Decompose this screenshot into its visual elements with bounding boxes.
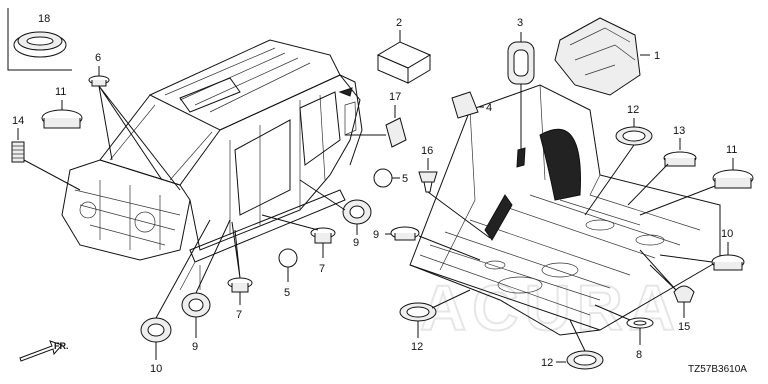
inset-part-18: 18 bbox=[7, 8, 72, 71]
diagram-code: TZ57B3610A bbox=[688, 364, 747, 375]
part-8-grommet: 8 bbox=[594, 304, 654, 361]
callout-11b: 11 bbox=[726, 144, 737, 156]
callout-18: 18 bbox=[38, 13, 50, 25]
part-2-foam-block: 2 bbox=[376, 17, 432, 84]
part-16-push-clip: 16 bbox=[418, 145, 491, 239]
part-12-plug-b: 12 bbox=[399, 289, 471, 353]
part-17-pad: 17 bbox=[345, 91, 407, 148]
callout-11a: 11 bbox=[55, 86, 66, 98]
callout-10a: 10 bbox=[150, 363, 162, 375]
callout-2: 2 bbox=[396, 17, 402, 29]
part-9-plug-a: 9 bbox=[299, 179, 372, 249]
callout-10b: 10 bbox=[721, 228, 733, 240]
callout-12a: 12 bbox=[627, 104, 639, 116]
part-1-insulator: 1 bbox=[554, 17, 660, 96]
callout-9c: 9 bbox=[373, 229, 379, 241]
part-3-long-plug: 3 bbox=[507, 17, 535, 150]
callout-16: 16 bbox=[421, 145, 433, 157]
callout-1: 1 bbox=[654, 50, 660, 62]
callout-14: 14 bbox=[12, 115, 24, 127]
part-9-plug-b: 9 bbox=[181, 219, 231, 353]
part-7-grommet-b: 7 bbox=[261, 214, 336, 275]
callout-15: 15 bbox=[678, 321, 690, 333]
part-12-plug-a: 12 bbox=[584, 104, 653, 216]
part-15-clip: 15 bbox=[639, 249, 695, 333]
part-11-cap-a: 11 bbox=[41, 86, 83, 129]
direction-label: FR. bbox=[54, 341, 69, 351]
part-4-pad: 4 bbox=[451, 91, 492, 119]
callout-17: 17 bbox=[389, 91, 401, 103]
callout-6: 6 bbox=[95, 52, 101, 64]
part-12-plug-c: 12 bbox=[541, 319, 604, 370]
brand-watermark: ACURA bbox=[420, 272, 681, 344]
callout-12b: 12 bbox=[411, 341, 423, 353]
part-9-plug-c: 9 bbox=[373, 226, 481, 261]
part-10-plug-b: 10 bbox=[659, 228, 745, 271]
callout-7a: 7 bbox=[236, 309, 242, 321]
part-14-clip: 14 bbox=[11, 115, 81, 191]
part-11-cap-b: 11 bbox=[639, 144, 754, 216]
part-13-cap: 13 bbox=[627, 125, 697, 206]
callout-9a: 9 bbox=[353, 237, 359, 249]
callout-4: 4 bbox=[486, 102, 492, 114]
callout-9b: 9 bbox=[192, 341, 198, 353]
part-6-grommet: 6 bbox=[88, 52, 181, 191]
callout-8: 8 bbox=[636, 349, 642, 361]
part-5-seal-a: 5 bbox=[373, 168, 408, 188]
callout-12c: 12 bbox=[541, 357, 553, 369]
callout-13: 13 bbox=[673, 125, 685, 137]
callout-7b: 7 bbox=[319, 263, 325, 275]
callout-5a: 5 bbox=[402, 173, 408, 185]
rear-floor-panel bbox=[409, 84, 721, 336]
front-direction-arrow: FR. bbox=[19, 340, 69, 362]
vehicle-body bbox=[61, 39, 363, 291]
part-7-grommet-a: 7 bbox=[227, 221, 253, 321]
callout-3: 3 bbox=[517, 17, 523, 29]
part-5-seal-b: 5 bbox=[278, 248, 298, 299]
callout-5b: 5 bbox=[284, 287, 290, 299]
part-10-plug-a: 10 bbox=[140, 219, 211, 375]
